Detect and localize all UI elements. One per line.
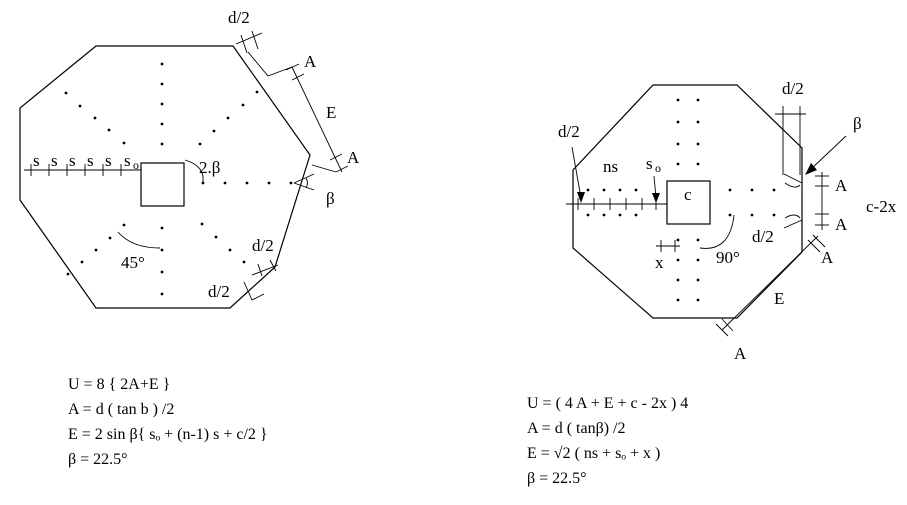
right-column-square xyxy=(666,180,711,225)
right-so-arrowhead xyxy=(652,193,660,203)
left-s-label-3: s xyxy=(69,151,76,170)
left-beta-angle-mark xyxy=(293,173,315,191)
right-equation-4: β = 22.5° xyxy=(527,470,587,487)
right-A-r2-label: A xyxy=(835,215,848,234)
right-c-minus-2x-label: c-2x xyxy=(866,197,897,216)
left-equation-3: E = 2 sin β{ sₒ + (n-1) s + c/2 } xyxy=(68,426,268,443)
left-E-label: E xyxy=(326,103,336,122)
right-beta-label: β xyxy=(853,114,862,133)
right-spacing-dimension xyxy=(566,198,667,210)
left-half-d-top-label: d/2 xyxy=(228,8,250,27)
right-equation-3: E = √2 ( ns + sₒ + x ) xyxy=(527,445,660,462)
left-spacing-dimension xyxy=(24,164,142,176)
left-so-subscript: o xyxy=(133,158,139,172)
right-half-d-inner-label: d/2 xyxy=(752,227,774,246)
left-octagon-figure: s s s s s s o d/2 A E A xyxy=(19,8,360,309)
left-equation-4: β = 22.5° xyxy=(68,451,128,468)
left-half-d-r1-label: d/2 xyxy=(252,236,274,255)
right-so-label: s xyxy=(646,154,653,173)
right-A-r3-label: A xyxy=(821,248,834,267)
right-slab-outline xyxy=(572,84,803,319)
left-equation-2: A = d ( tan b ) /2 xyxy=(68,401,174,418)
left-half-d-lower-dimension xyxy=(243,259,279,301)
right-diagonal-dimension xyxy=(715,234,826,337)
left-equation-1: U = 8 { 2A+E } xyxy=(68,376,170,393)
left-column-square xyxy=(140,162,185,207)
right-beta-arrowhead xyxy=(805,163,817,175)
right-x-dimension xyxy=(656,240,680,252)
left-edge-dimension xyxy=(267,63,349,173)
right-inner-line-upper xyxy=(783,173,803,184)
right-beta-mark-lower xyxy=(784,214,801,219)
left-octagon-outline xyxy=(19,45,311,309)
left-s-label-2: s xyxy=(51,151,58,170)
right-vertical-dimension xyxy=(815,172,829,230)
left-45-arc xyxy=(117,231,161,249)
left-half-d-r2-label: d/2 xyxy=(208,282,230,301)
right-angle90-label: 90° xyxy=(716,248,740,267)
left-half-d-top-dimension xyxy=(235,30,269,77)
right-A-r1-label: A xyxy=(835,176,848,195)
right-inner-line-lower xyxy=(783,219,803,229)
left-angle45-label: 45° xyxy=(121,253,145,272)
right-dots xyxy=(586,98,776,302)
right-beta-mark-upper xyxy=(784,182,801,188)
right-E-label: E xyxy=(774,289,784,308)
right-beta-arrow xyxy=(809,135,847,171)
left-two-beta-label: 2.β xyxy=(199,158,220,177)
right-half-d-left-label: d/2 xyxy=(558,122,580,141)
right-half-d-left-arrowhead xyxy=(577,192,585,203)
right-octagon-figure: d/2 ns s o c d/2 β A xyxy=(558,79,897,363)
right-c-label: c xyxy=(684,185,692,204)
right-so-subscript: o xyxy=(655,161,661,175)
left-beta-label: β xyxy=(326,189,335,208)
right-half-d-left-arrow xyxy=(571,146,582,199)
left-s-label-1: s xyxy=(33,151,40,170)
left-two-beta-arc xyxy=(184,159,204,183)
right-equations: U = ( 4 A + E + c - 2x ) 4 A = d ( tanβ)… xyxy=(527,395,688,487)
left-so-label: s xyxy=(124,151,131,170)
left-s-label-5: s xyxy=(105,151,112,170)
left-equations: U = 8 { 2A+E } A = d ( tan b ) /2 E = 2 … xyxy=(68,376,268,468)
right-90-arc xyxy=(699,214,735,249)
left-s-label-4: s xyxy=(87,151,94,170)
left-A-mid-label: A xyxy=(347,148,360,167)
right-ns-label: ns xyxy=(603,157,618,176)
right-equation-1: U = ( 4 A + E + c - 2x ) 4 xyxy=(527,395,688,412)
right-equation-2: A = d ( tanβ) /2 xyxy=(527,420,625,437)
left-radial-dots xyxy=(64,62,293,296)
right-half-d-top-label: d/2 xyxy=(782,79,804,98)
right-x-label: x xyxy=(655,253,664,272)
right-A-bottom-label: A xyxy=(734,344,747,363)
left-A-top-label: A xyxy=(304,52,317,71)
right-half-d-top-dimension xyxy=(775,106,806,175)
